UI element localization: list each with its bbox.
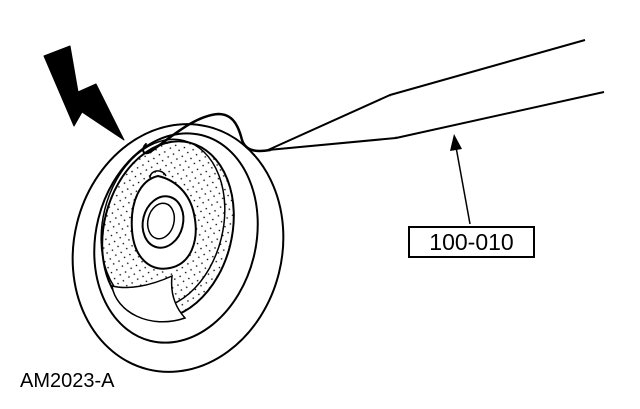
- tool-number-label: 100-010: [408, 226, 535, 258]
- hub-notch: [149, 170, 167, 179]
- outer-ring: [71, 123, 285, 373]
- leader-line: [455, 146, 471, 225]
- seal-crescent: [111, 274, 187, 323]
- tool-hook-tip: [142, 143, 151, 155]
- bore-ring: [93, 132, 259, 344]
- solid-arrow-icon: [43, 45, 125, 141]
- pick-tool-icon: [142, 39, 605, 155]
- callout-leader: [450, 134, 471, 225]
- tool-shaft: [385, 39, 605, 139]
- leader-arrowhead: [450, 134, 462, 151]
- tool-hook: [148, 112, 272, 154]
- hub-bore-inner: [146, 202, 176, 240]
- figure-id-label: AM2023-A: [20, 370, 115, 392]
- hub: [130, 170, 197, 270]
- housing-bore: [71, 123, 285, 373]
- tool-taper: [267, 94, 397, 151]
